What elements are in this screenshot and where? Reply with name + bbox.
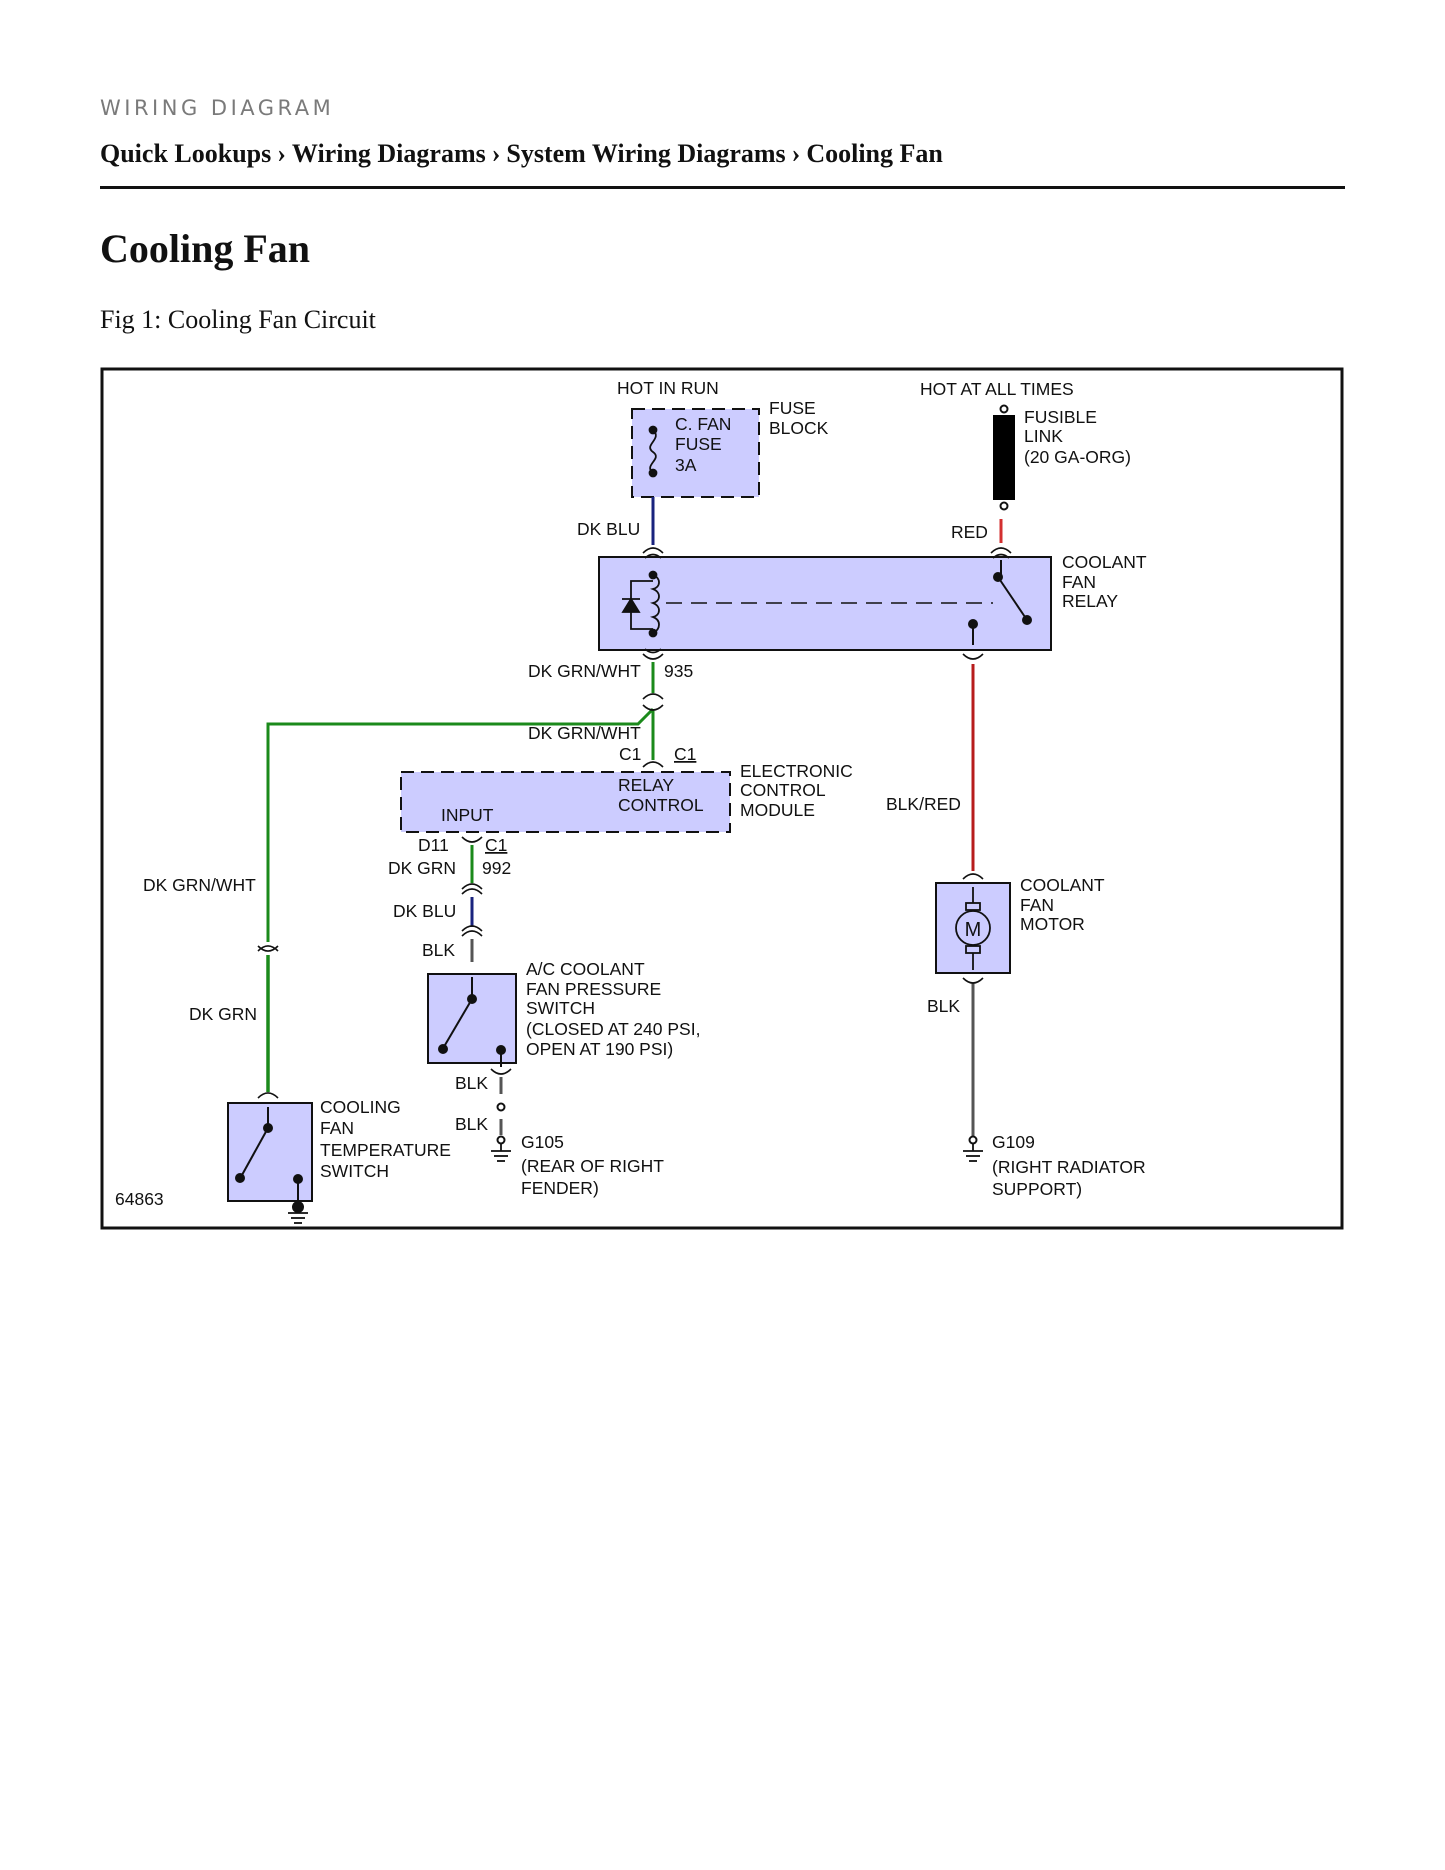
connector-label-d11: D11 [418, 835, 449, 855]
fuse-icon [648, 425, 658, 478]
wire-label-992: 992 [482, 858, 511, 878]
motor-label-line1: COOLANT [1020, 875, 1105, 895]
relay-coil-icon [621, 570, 660, 638]
ac-switch-label-line3: SWITCH [526, 998, 595, 1018]
relay-label-line2: FAN [1062, 572, 1096, 592]
temp-switch-label-line4: SWITCH [320, 1161, 389, 1181]
fuse-block-label-line1: FUSE [769, 398, 816, 418]
figure-number: 64863 [115, 1189, 164, 1209]
hot-at-all-times-label: HOT AT ALL TIMES [920, 379, 1074, 399]
g105-label-line1: G105 [521, 1132, 564, 1152]
wire-label-blk-3: BLK [455, 1114, 488, 1134]
fuse-label-line1: C. FAN [675, 414, 731, 434]
breadcrumb-separator: › [491, 139, 501, 168]
relay-label-line3: RELAY [1062, 591, 1118, 611]
fuse-label-line2: FUSE [675, 434, 722, 454]
relay-label-line1: COOLANT [1062, 552, 1147, 572]
temp-switch-box [227, 1102, 313, 1202]
breadcrumb: Quick Lookups›Wiring Diagrams›System Wir… [100, 139, 943, 169]
wire-label-blk-motor: BLK [927, 996, 960, 1016]
g109-label-line3: SUPPORT) [992, 1179, 1082, 1199]
wiring-diagram: M HOT IN RUN HOT AT ALL TIMES C. FAN FUS… [100, 367, 1344, 1230]
g109-label-line1: G109 [992, 1132, 1035, 1152]
relay-switch-icon [968, 560, 1032, 645]
ac-switch-contacts-icon [438, 977, 506, 1067]
breadcrumb-quick-lookups[interactable]: Quick Lookups [100, 139, 272, 168]
breadcrumb-separator: › [791, 139, 801, 168]
wire-label-red: RED [951, 522, 988, 542]
wire-label-dk-grn-2: DK GRN [189, 1004, 257, 1024]
motor-label-line2: FAN [1020, 895, 1054, 915]
fusible-link-label-line1: FUSIBLE [1024, 407, 1097, 427]
wire-dk-grn-wht-splice [266, 707, 655, 942]
breadcrumb-separator: › [277, 139, 286, 168]
wire-label-935: 935 [664, 661, 693, 681]
g105-label-line2: (REAR OF RIGHT [521, 1156, 664, 1176]
fuse-block-label-line2: BLOCK [769, 418, 829, 438]
wire-label-blk-red: BLK/RED [886, 794, 961, 814]
wire-label-blk-1: BLK [422, 940, 455, 960]
ecm-box [400, 771, 731, 833]
breadcrumb-wiring-diagrams[interactable]: Wiring Diagrams [291, 139, 486, 168]
breadcrumb-cooling-fan[interactable]: Cooling Fan [806, 139, 943, 168]
section-kicker: WIRING DIAGRAM [100, 96, 335, 120]
breadcrumb-system-wiring-diagrams[interactable]: System Wiring Diagrams [506, 139, 786, 168]
motor-symbol-label: M [965, 919, 982, 941]
wire-label-dk-grn: DK GRN [388, 858, 456, 878]
connector-label-c1-left: C1 [619, 744, 641, 764]
wire-label-dk-blu-2: DK BLU [393, 901, 456, 921]
ecm-relay-control-line2: CONTROL [618, 795, 704, 815]
ac-switch-label-line1: A/C COOLANT [526, 959, 645, 979]
ecm-label-line3: MODULE [740, 800, 815, 820]
wire-label-dk-grn-wht-2: DK GRN/WHT [528, 723, 641, 743]
wire-label-dk-grn-wht-1: DK GRN/WHT [528, 661, 641, 681]
hot-in-run-label: HOT IN RUN [617, 378, 719, 398]
ac-switch-label-line5: OPEN AT 190 PSI) [526, 1039, 673, 1059]
fusible-link-body [993, 415, 1015, 500]
figure-caption: Fig 1: Cooling Fan Circuit [100, 305, 376, 334]
temp-switch-label-line3: TEMPERATURE [320, 1140, 451, 1160]
fusible-link-label-line3: (20 GA-ORG) [1024, 447, 1131, 467]
motor-label-line3: MOTOR [1020, 914, 1085, 934]
g105-label-line3: FENDER) [521, 1178, 599, 1198]
wire-label-blk-2: BLK [455, 1073, 488, 1093]
ecm-label-line2: CONTROL [740, 780, 826, 800]
ecm-label-line1: ELECTRONIC [740, 761, 853, 781]
motor-icon [955, 887, 991, 970]
g109-label-line2: (RIGHT RADIATOR [992, 1157, 1146, 1177]
temp-switch-label-line2: FAN [320, 1118, 354, 1138]
ac-switch-label-line4: (CLOSED AT 240 PSI, [526, 1019, 700, 1039]
temp-switch-label-line1: COOLING [320, 1097, 401, 1117]
connector-icon [257, 547, 1012, 1099]
ecm-input-label: INPUT [441, 805, 494, 825]
fuse-label-line3: 3A [675, 455, 697, 475]
wire-label-dk-blu: DK BLU [577, 519, 640, 539]
page-title: Cooling Fan [100, 226, 311, 271]
fusible-link-label-line2: LINK [1024, 426, 1063, 446]
wire-label-dk-grn-wht-3: DK GRN/WHT [143, 875, 256, 895]
connector-label-c1-right: C1 [674, 744, 696, 764]
header-divider [100, 186, 1345, 189]
connector-label-c1-lower: C1 [485, 835, 507, 855]
ac-switch-label-line2: FAN PRESSURE [526, 979, 661, 999]
temp-switch-contacts-icon [235, 1107, 304, 1213]
ecm-relay-control-line1: RELAY [618, 775, 674, 795]
